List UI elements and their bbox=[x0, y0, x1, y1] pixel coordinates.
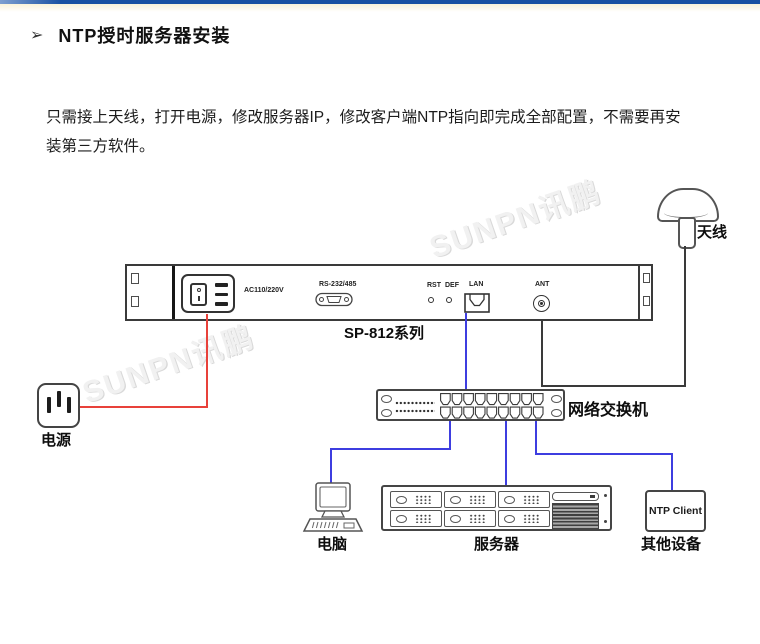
pc-wire-v2 bbox=[330, 448, 332, 484]
serial-port-label: RS-232/485 bbox=[319, 281, 357, 288]
outlet-slot-icon bbox=[57, 391, 61, 407]
computer-icon bbox=[302, 482, 364, 532]
server-wire bbox=[505, 421, 507, 486]
watermark: SUNPN讯鹏 bbox=[425, 175, 606, 266]
client-wire-v1 bbox=[535, 421, 537, 455]
switch-screw-icon bbox=[551, 409, 562, 417]
vent-grille-icon bbox=[552, 503, 599, 529]
antenna-stem-icon bbox=[678, 217, 696, 249]
intro-paragraph: 只需接上天线，打开电源，修改服务器IP，修改客户端NTP指向即完成全部配置，不需… bbox=[46, 103, 726, 161]
power-wire-vertical bbox=[206, 314, 208, 407]
pc-wire-v1 bbox=[449, 421, 451, 450]
rst-button-icon bbox=[428, 297, 434, 303]
ac-voltage-label: AC110/220V bbox=[244, 287, 284, 294]
db9-connector-icon bbox=[315, 292, 353, 307]
drive-bay-icon bbox=[498, 491, 550, 508]
optical-drive-icon bbox=[552, 492, 599, 501]
switch-screw-icon bbox=[381, 395, 392, 403]
drive-bay-icon bbox=[390, 491, 442, 508]
drive-bay-icon bbox=[390, 510, 442, 527]
rack-hole-icon bbox=[131, 273, 139, 284]
power-switch-icon bbox=[190, 283, 207, 306]
switch-screw-icon bbox=[551, 395, 562, 403]
watermark: SUNPN讯鹏 bbox=[78, 320, 259, 411]
server-label: 服务器 bbox=[474, 536, 520, 553]
def-button-label: DEF bbox=[445, 282, 459, 289]
power-inlet-module bbox=[181, 274, 235, 313]
antenna-label: 天线 bbox=[697, 224, 728, 241]
outlet-slot-icon bbox=[67, 397, 71, 413]
outlet-slot-icon bbox=[47, 397, 51, 413]
client-wire-h bbox=[535, 453, 673, 455]
power-outlet-icon bbox=[37, 383, 80, 428]
intro-line-1: 只需接上天线，打开电源，修改服务器IP，修改客户端NTP指向即完成全部配置，不需… bbox=[46, 109, 681, 126]
server-screw-icon bbox=[604, 520, 607, 523]
rack-ear-left bbox=[172, 266, 175, 319]
rack-hole-icon bbox=[643, 296, 650, 306]
network-switch-device bbox=[376, 389, 565, 421]
section-heading: ➢ NTP授时服务器安装 bbox=[30, 22, 230, 48]
other-device-label: 其他设备 bbox=[641, 536, 702, 553]
switch-screw-icon bbox=[381, 409, 392, 417]
rack-hole-icon bbox=[643, 273, 650, 283]
ant-connector-icon bbox=[533, 295, 550, 312]
arrow-bullet-icon: ➢ bbox=[30, 27, 45, 44]
rack-ear-right bbox=[638, 266, 640, 319]
drive-bay-icon bbox=[444, 491, 496, 508]
client-wire-v2 bbox=[671, 453, 673, 491]
switch-port-grid bbox=[440, 393, 544, 419]
device-model-label: SP-812系列 bbox=[344, 325, 425, 342]
server-device bbox=[381, 485, 612, 531]
ntp-client-box: NTP Client bbox=[645, 490, 706, 532]
pc-label: 电脑 bbox=[317, 536, 348, 553]
drive-bay-icon bbox=[444, 510, 496, 527]
power-wire-horizontal bbox=[78, 406, 208, 408]
switch-led-indicators bbox=[395, 398, 435, 413]
lan-port-icon bbox=[464, 293, 490, 313]
socket-prong-icon bbox=[215, 302, 228, 306]
drive-bay-icon bbox=[498, 510, 550, 527]
pc-wire-h bbox=[330, 448, 451, 450]
lan-port-label: LAN bbox=[469, 281, 484, 288]
power-label: 电源 bbox=[41, 432, 72, 449]
ant-port-wire bbox=[541, 311, 543, 386]
section-title: NTP授时服务器安装 bbox=[58, 26, 231, 46]
top-divider-glow bbox=[0, 4, 760, 12]
rack-hole-icon bbox=[131, 296, 139, 307]
server-screw-icon bbox=[604, 494, 607, 497]
ntp-server-device: AC110/220V RS-232/485 RST DEF LAN ANT bbox=[125, 264, 653, 321]
intro-line-2: 装第三方软件。 bbox=[46, 138, 155, 155]
switch-label: 网络交换机 bbox=[568, 402, 649, 419]
ntp-client-text: NTP Client bbox=[649, 505, 702, 517]
lan-wire bbox=[465, 313, 467, 390]
rst-button-label: RST bbox=[427, 282, 441, 289]
antenna-wire-vertical bbox=[684, 246, 686, 386]
ant-port-label: ANT bbox=[535, 281, 550, 288]
socket-prong-icon bbox=[215, 292, 228, 296]
antenna-wire-horizontal bbox=[541, 385, 686, 387]
def-button-icon bbox=[446, 297, 452, 303]
socket-prong-icon bbox=[215, 283, 228, 287]
top-divider-line bbox=[0, 0, 760, 4]
